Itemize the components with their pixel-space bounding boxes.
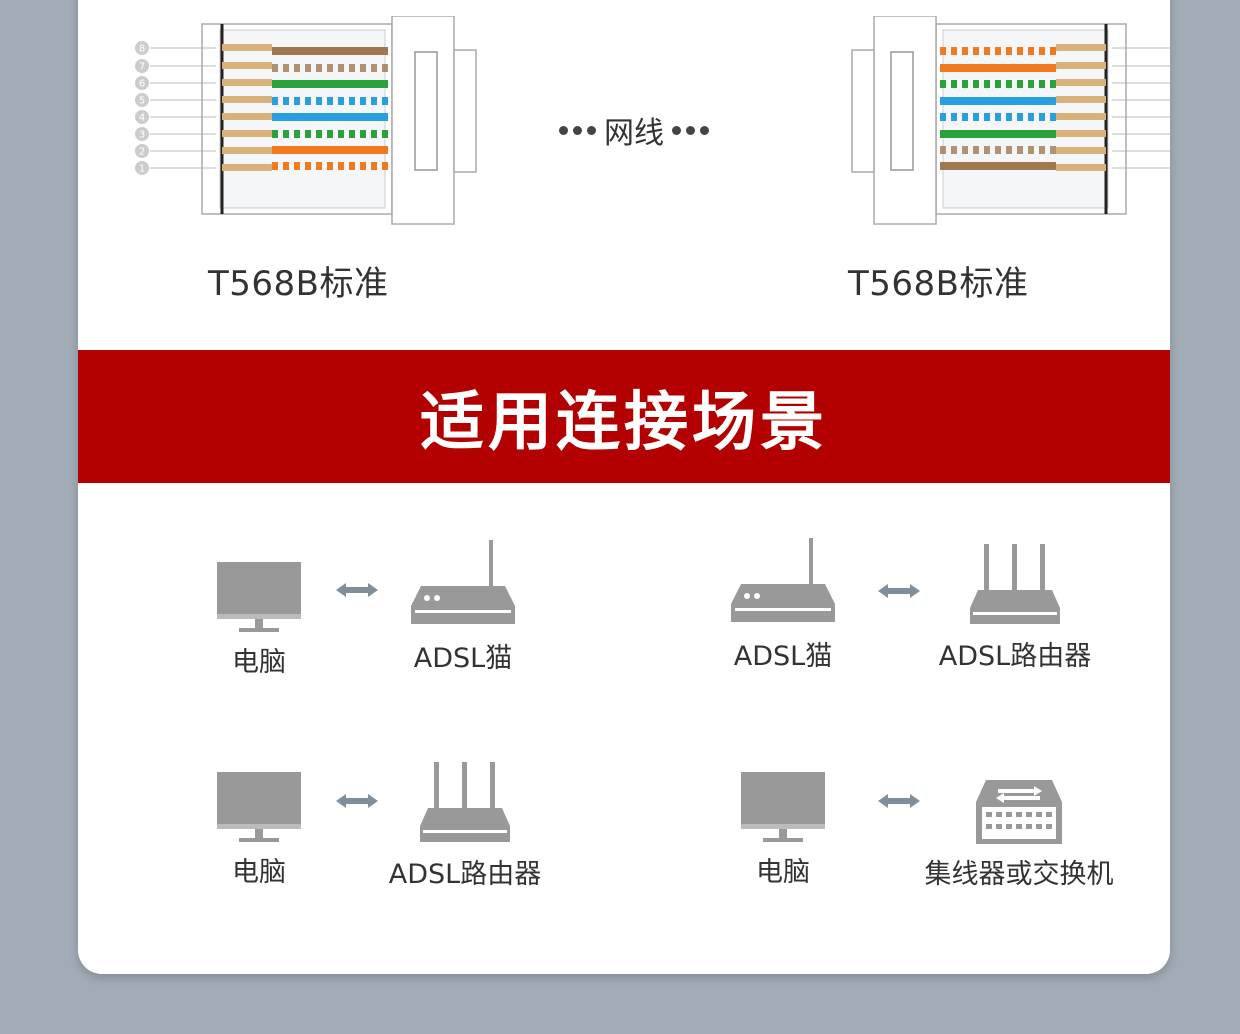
- pin-number: 3: [139, 130, 145, 141]
- pin-number: 2: [139, 147, 145, 158]
- scenario-1-left-label: 电脑: [232, 647, 286, 678]
- dots-right: [672, 125, 709, 135]
- scenario-2-arrow-icon: [878, 584, 920, 598]
- scenario-4-right-label: 集线器或交换机: [924, 859, 1114, 890]
- scenario-4-left-device: 电脑: [728, 772, 838, 889]
- pin-number: 8: [139, 44, 145, 55]
- pin-number: 6: [139, 79, 145, 90]
- standard-label-left: T568B标准: [208, 264, 389, 304]
- switch-icon: [976, 780, 1062, 844]
- standard-label-right: T568B标准: [848, 264, 1029, 304]
- scenario-3-right-device: ADSL路由器: [370, 762, 560, 891]
- pin-number: 5: [139, 96, 145, 107]
- scenario-1-right-device: ADSL猫: [398, 540, 528, 675]
- pin-number: 7: [139, 62, 145, 73]
- cable-label: 网线: [604, 116, 664, 151]
- pin-number: 1: [139, 164, 145, 175]
- pin-numbers: 8 7 6 5 4 3 2 1: [139, 44, 145, 175]
- scenario-4-arrow-icon: [878, 794, 920, 808]
- scenario-4-right-device: 集线器或交换机: [914, 780, 1124, 891]
- scenario-2-right-label: ADSL路由器: [938, 641, 1092, 672]
- scenario-4-left-label: 电脑: [756, 857, 810, 888]
- router-icon: [420, 762, 510, 842]
- monitor-icon: [741, 772, 825, 842]
- monitor-icon: [217, 562, 301, 632]
- scenario-3-left-label: 电脑: [232, 857, 286, 888]
- dots-left: [559, 125, 596, 135]
- scenario-1-right-label: ADSL猫: [413, 643, 513, 674]
- scenario-1-left-device: 电脑: [204, 562, 314, 679]
- modem-icon: [731, 538, 835, 622]
- rj45-connector-left-icon: 8 7 6 5 4 3 2 1: [135, 16, 477, 225]
- pin-number: 4: [139, 113, 145, 124]
- section-banner: 适用连接场景: [78, 350, 1170, 483]
- cable-link: 网线: [544, 108, 724, 152]
- scenario-2-left-label: ADSL猫: [733, 641, 833, 672]
- router-icon: [970, 544, 1060, 624]
- section-title: 适用连接场景: [420, 385, 828, 460]
- content-card: 8 7 6 5 4 3 2 1: [78, 0, 1170, 974]
- scenario-3-arrow-icon: [336, 794, 378, 808]
- monitor-icon: [217, 772, 301, 842]
- scenario-2-right-device: ADSL路由器: [920, 544, 1110, 673]
- scenario-2-left-device: ADSL猫: [718, 538, 848, 673]
- scenario-3-right-label: ADSL路由器: [388, 859, 542, 890]
- scenario-1-arrow-icon: [336, 583, 378, 597]
- scenario-3-left-device: 电脑: [204, 772, 314, 889]
- modem-icon: [411, 540, 515, 624]
